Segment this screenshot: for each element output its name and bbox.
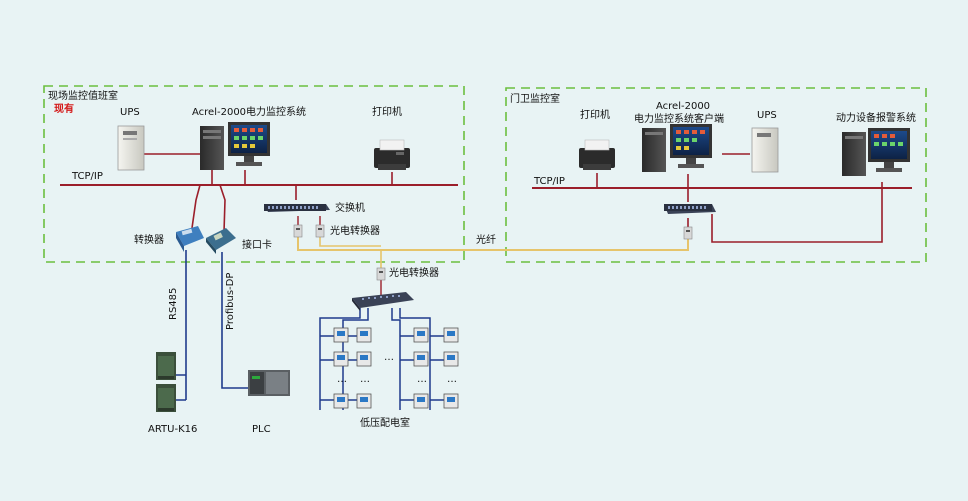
fiber-line bbox=[297, 236, 689, 251]
switch-label-left: 交换机 bbox=[335, 203, 365, 214]
artu-module-icon-1 bbox=[156, 352, 176, 380]
interface-card-icon bbox=[206, 228, 236, 254]
ups-icon-right bbox=[751, 127, 779, 173]
alarm-link bbox=[687, 182, 883, 243]
switch-icon-right bbox=[664, 204, 716, 214]
rs485-label: RS485 bbox=[168, 287, 179, 320]
tcpip-label-right: TCP/IP bbox=[534, 176, 565, 187]
optical-converter-icon-mid bbox=[376, 267, 386, 281]
lv-ellipsis-col2: … bbox=[360, 374, 370, 385]
plc-icon bbox=[248, 370, 290, 396]
lv-ellipsis-mid: … bbox=[384, 352, 394, 363]
switch-icon-left bbox=[264, 204, 330, 212]
rs485-drops bbox=[176, 374, 186, 401]
converter-label: 转换器 bbox=[134, 235, 164, 246]
alarm-workstation-icon bbox=[842, 128, 910, 176]
profibus-bus bbox=[221, 252, 248, 389]
plc-label: PLC bbox=[252, 424, 271, 435]
printer-label-right: 打印机 bbox=[580, 110, 610, 121]
lv-ellipsis-col4: … bbox=[447, 374, 457, 385]
client-workstation-icon bbox=[642, 124, 712, 172]
client-label-line1: Acrel-2000 bbox=[656, 101, 711, 112]
tcpip-label-left: TCP/IP bbox=[72, 171, 103, 182]
fiber-label: 光纤 bbox=[476, 235, 496, 246]
optical-converter-label-left: 光电转换器 bbox=[330, 226, 380, 237]
artu-module-icon-2 bbox=[156, 384, 176, 412]
site-room-border bbox=[43, 85, 465, 263]
profibus-label: Profibus-DP bbox=[225, 272, 236, 330]
optical-converter-label-mid: 光电转换器 bbox=[389, 268, 439, 279]
server-icon-left bbox=[200, 122, 270, 170]
fiber-branch bbox=[319, 236, 381, 247]
server-label-left: Acrel-2000电力监控系统 bbox=[192, 107, 307, 118]
switch-icon-lv bbox=[352, 292, 414, 311]
existing-tag: 现有 bbox=[54, 104, 74, 115]
lv-ellipsis-col3: … bbox=[417, 374, 427, 385]
site-room-title: 现场监控值班室 bbox=[48, 91, 118, 102]
gate-room-border bbox=[505, 87, 927, 263]
ups-label-right: UPS bbox=[757, 110, 777, 121]
interface-card-label: 接口卡 bbox=[242, 240, 272, 251]
lv-ellipsis-col1: … bbox=[337, 374, 347, 385]
gate-room-title: 门卫监控室 bbox=[510, 94, 560, 105]
optical-converter-icon-left-b bbox=[315, 224, 325, 238]
server-to-converters bbox=[191, 170, 226, 233]
lv-room-label: 低压配电室 bbox=[360, 418, 410, 429]
printer-icon-right bbox=[579, 139, 615, 170]
lv-meter-grid bbox=[333, 327, 459, 409]
client-label-line2: 电力监控系统客户端 bbox=[634, 114, 724, 125]
printer-icon-left bbox=[374, 139, 410, 170]
ups-label-left: UPS bbox=[120, 107, 140, 118]
ups-icon-left bbox=[117, 125, 145, 171]
optical-converter-icon-left-a bbox=[293, 224, 303, 238]
converter-box-icon bbox=[176, 226, 204, 252]
printer-label-left: 打印机 bbox=[372, 107, 402, 118]
alarm-system-label: 动力设备报警系统 bbox=[836, 113, 916, 124]
artu-label: ARTU-K16 bbox=[148, 424, 198, 435]
optical-converter-icon-right bbox=[683, 226, 693, 240]
